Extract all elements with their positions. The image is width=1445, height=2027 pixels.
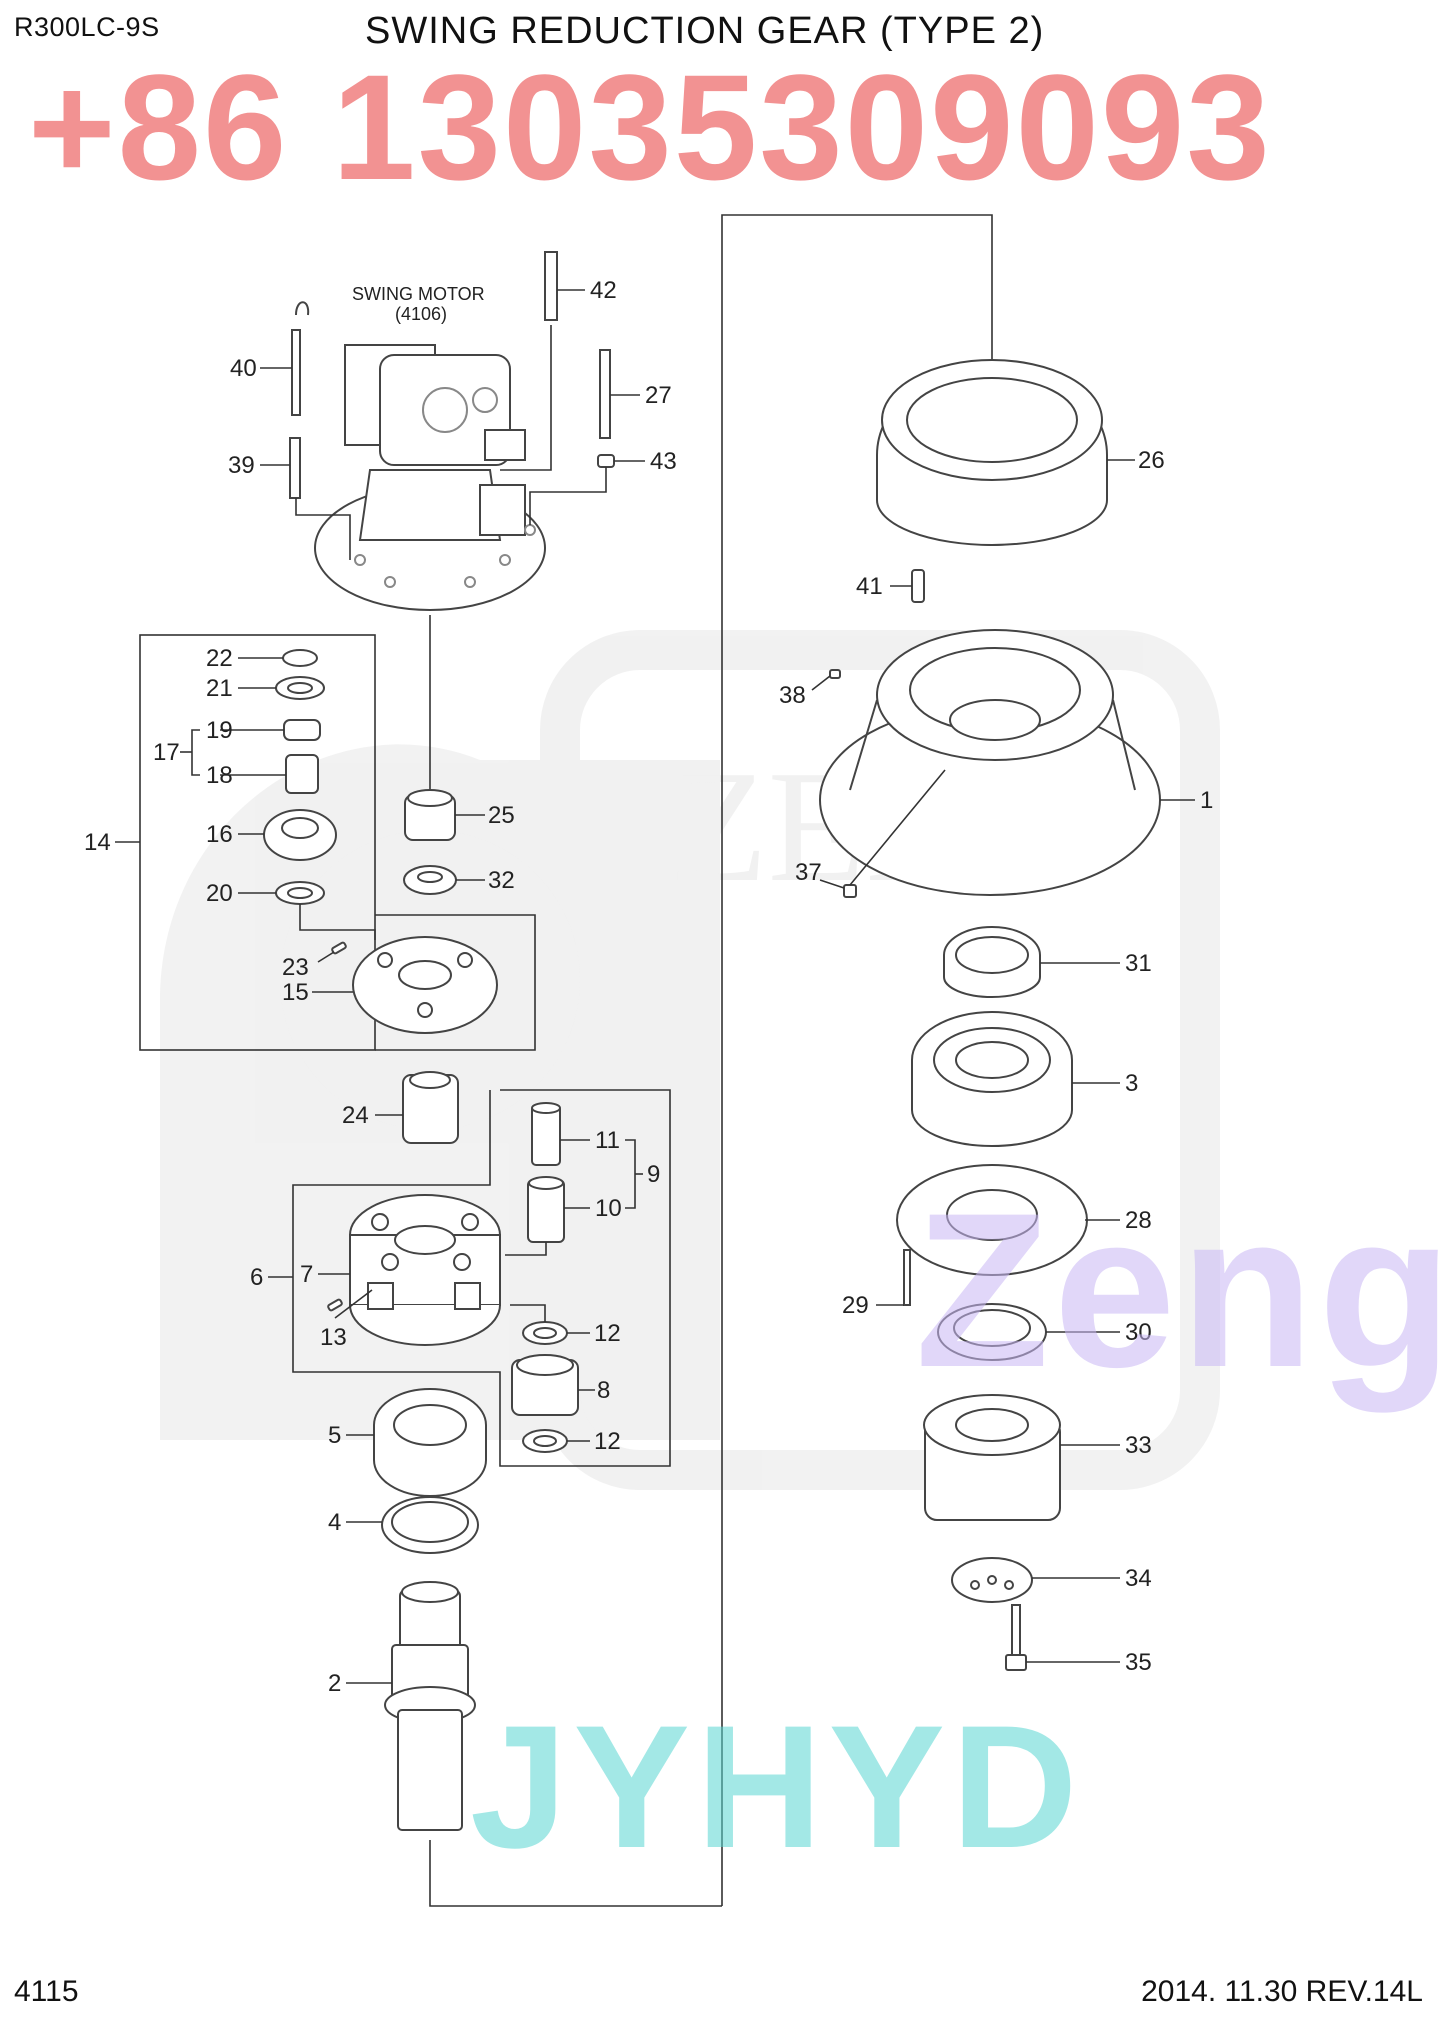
part-39-label: 39 [228, 452, 255, 479]
part-8-label: 8 [597, 1377, 610, 1404]
part-30-label: 30 [1125, 1319, 1152, 1346]
part-21-label: 21 [206, 675, 233, 702]
group-box-6 [292, 1089, 671, 1467]
part-12a-label: 12 [594, 1320, 621, 1347]
part-29-label: 29 [842, 1292, 869, 1319]
page-title: SWING REDUCTION GEAR (TYPE 2) [365, 10, 1045, 52]
revision-date: 2014. 11.30 REV.14L [1141, 1975, 1423, 2008]
part-43-label: 43 [650, 448, 677, 475]
swing-motor-code: (4106) [395, 304, 447, 324]
part-35-label: 35 [1125, 1649, 1152, 1676]
model-code: R300LC-9S [14, 12, 160, 42]
part-31-label: 31 [1125, 950, 1152, 977]
part-6-label: 6 [250, 1264, 263, 1291]
part-20-label: 20 [206, 880, 233, 907]
part-13-label: 13 [320, 1324, 347, 1351]
part-1-label: 1 [1200, 787, 1213, 814]
swing-motor-label: SWING MOTOR [352, 284, 485, 304]
part-40-label: 40 [230, 355, 257, 382]
part-26-label: 26 [1138, 447, 1165, 474]
leader-lines [429, 214, 993, 1907]
part-16-label: 16 [206, 821, 233, 848]
page-number: 4115 [14, 1975, 79, 2008]
part-32-label: 32 [488, 867, 515, 894]
part-27-label: 27 [645, 382, 672, 409]
phone-watermark: +86 13035309093 [28, 43, 1272, 211]
part-33-label: 33 [1125, 1432, 1152, 1459]
part-5-label: 5 [328, 1422, 341, 1449]
part-22-label: 22 [206, 645, 233, 672]
part-15-label: 15 [282, 979, 309, 1006]
part-38-label: 38 [779, 682, 806, 709]
swing-motor: SWING MOTOR (4106) [314, 284, 546, 611]
part-17-label: 17 [153, 739, 180, 766]
part-12b-label: 12 [594, 1428, 621, 1455]
part-34-label: 34 [1125, 1565, 1152, 1592]
part-28-label: 28 [1125, 1207, 1152, 1234]
part-18-label: 18 [206, 762, 233, 789]
part-9-label: 9 [647, 1161, 660, 1188]
part-3-label: 3 [1125, 1070, 1138, 1097]
part-37-label: 37 [795, 859, 822, 886]
part-11-label: 11 [595, 1127, 620, 1154]
part-23-label: 23 [282, 954, 309, 981]
logo-watermark: JYHYD [470, 1690, 1084, 1885]
part-14-label: 14 [84, 829, 111, 856]
part-4-label: 4 [328, 1509, 341, 1536]
brand-watermark: Zeng [915, 1167, 1445, 1413]
part-7-label: 7 [300, 1261, 313, 1288]
part-10-label: 10 [595, 1195, 622, 1222]
part-42-label: 42 [590, 277, 617, 304]
part-19-label: 19 [206, 717, 233, 744]
part-24-label: 24 [342, 1102, 369, 1129]
part-25-label: 25 [488, 802, 515, 829]
part-41-label: 41 [856, 573, 883, 600]
part-2-label: 2 [328, 1670, 341, 1697]
